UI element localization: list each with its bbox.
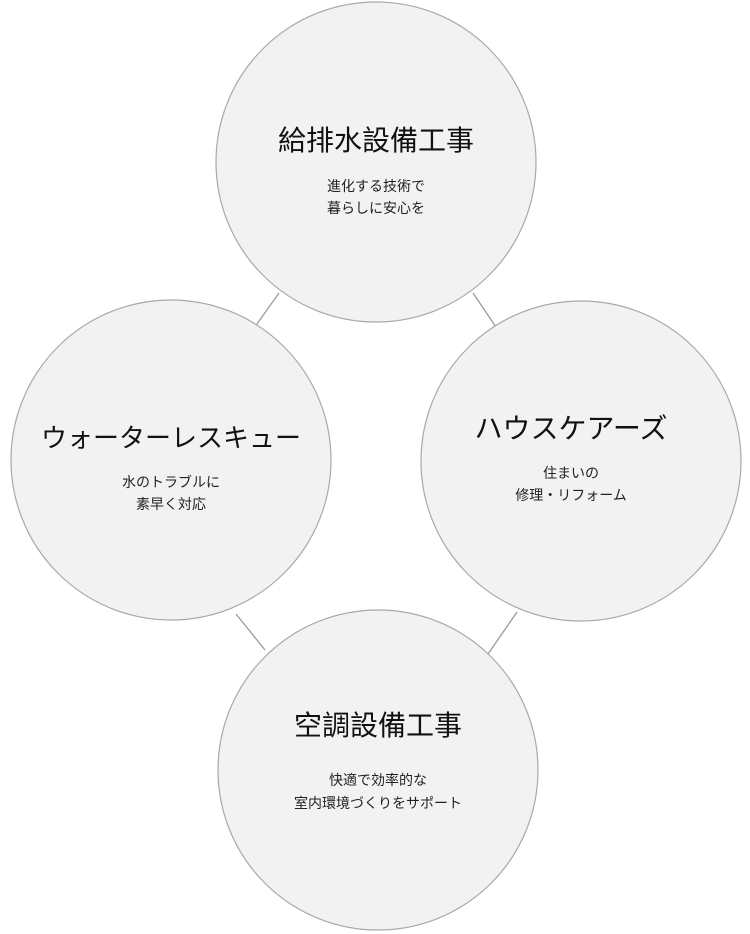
node-house-cares-desc-line2: 修理・リフォーム (515, 488, 627, 504)
node-water-rescue-circle (10, 299, 332, 621)
node-water-rescue-desc-line2: 素早く対応 (136, 497, 206, 513)
node-air-conditioning-desc-line1: 快適で効率的な (329, 772, 427, 789)
node-house-cares-desc-line1: 住まいの (543, 466, 599, 482)
node-air-conditioning-title: 空調設備工事 (294, 709, 462, 742)
node-air-conditioning[interactable]: 空調設備工事 快適で効率的な 室内環境づくりをサポート (217, 609, 539, 931)
connector-left-bottom (235, 613, 266, 651)
node-water-rescue-desc-line1: 水のトラブルに (122, 474, 220, 491)
node-house-cares[interactable]: ハウスケアーズ 住まいの 修理・リフォーム (420, 300, 742, 622)
connector-right-bottom (487, 611, 518, 655)
connector-top-right (472, 292, 499, 331)
node-air-conditioning-desc-line2: 室内環境づくりをサポート (294, 795, 462, 812)
node-plumbing-circle (215, 1, 537, 323)
node-plumbing[interactable]: 給排水設備工事 進化する技術で 暮らしに安心を (215, 1, 537, 323)
node-water-rescue-title: ウォーターレスキュー (41, 424, 301, 454)
node-plumbing-desc-line1: 進化する技術で (327, 179, 425, 195)
node-house-cares-circle (420, 300, 742, 622)
node-air-conditioning-circle (217, 609, 539, 931)
node-plumbing-title: 給排水設備工事 (278, 124, 474, 157)
node-plumbing-desc-line2: 暮らしに安心を (327, 201, 425, 217)
node-water-rescue[interactable]: ウォーターレスキュー 水のトラブルに 素早く対応 (10, 299, 332, 621)
node-house-cares-title: ハウスケアーズ (475, 412, 668, 445)
